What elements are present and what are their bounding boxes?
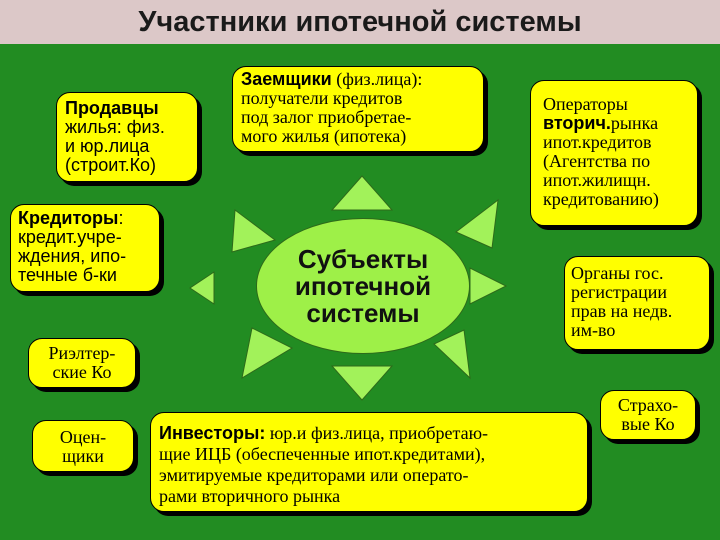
creditors-line-4: течные б-ки: [18, 265, 117, 285]
box-registration: Органы гос. регистрации прав на недв. им…: [564, 256, 710, 350]
ray-bottom-left: [241, 327, 294, 380]
center-subjects: Субъекты ипотечной системы: [256, 218, 470, 354]
borrowers-title: Заемщики: [241, 69, 332, 89]
borrowers-line-4: мого жилья (ипотека): [241, 126, 407, 146]
header-bar: [0, 0, 720, 44]
center-line-3: системы: [306, 297, 420, 328]
box-operators: Операторы вторич.рынка ипот.кредитов (Аг…: [530, 80, 698, 226]
investors-title: Инвесторы:: [159, 423, 266, 443]
ray-top-left: [231, 209, 277, 253]
box-creditors: Кредиторы: кредит.учре- ждения, ипо- теч…: [10, 204, 160, 292]
center-line-1: Субъекты: [297, 243, 429, 274]
box-insurers: Страхо- вые Ко: [600, 390, 696, 440]
creditors-line-1: :: [118, 208, 124, 228]
operators-line-4: (Агентства по: [543, 151, 651, 171]
box-borrowers: Заемщики (физ.лица): получатели кредитов…: [232, 66, 484, 152]
sellers-line-3: и юр.лица: [65, 136, 150, 156]
sellers-line-1: Продавцы: [65, 98, 159, 118]
borrowers-line-1: (физ.лица):: [331, 69, 423, 89]
realtors-line-1: Риэлтер-: [48, 343, 116, 363]
creditors-title: Кредиторы: [18, 208, 119, 228]
creditors-line-2: кредит.учре-: [18, 227, 122, 247]
borrowers-line-3: под залог приобретае-: [241, 107, 412, 127]
investors-line-3: эмитируемые кредиторами или операто-: [159, 465, 469, 485]
operators-line-2: рынка: [610, 113, 659, 133]
investors-line-2: щие ИЦБ (обеспеченные ипот.кредитами),: [159, 444, 486, 464]
box-sellers: Продавцы жилья: физ. и юр.лица (строит.К…: [56, 92, 198, 182]
sellers-line-2: жилья: физ.: [65, 117, 165, 137]
ray-right: [469, 267, 508, 305]
registration-line-4: им-во: [571, 320, 616, 340]
borrowers-line-2: получатели кредитов: [241, 88, 403, 108]
operators-line-1: Операторы: [543, 94, 628, 114]
registration-line-2: регистрации: [571, 282, 667, 302]
box-realtors: Риэлтер- ские Ко: [28, 338, 136, 388]
appraisers-line-2: щики: [62, 446, 104, 466]
box-investors: Инвесторы: юр.и физ.лица, приобретаю- щи…: [150, 412, 588, 512]
ray-top: [330, 175, 394, 211]
operators-line-2-bold: вторич.: [543, 113, 611, 133]
ray-bottom: [330, 365, 394, 401]
ray-left: [189, 271, 215, 305]
investors-line-1: юр.и физ.лица, приобретаю-: [265, 423, 489, 443]
insurers-line-2: вые Ко: [621, 414, 675, 434]
operators-line-6: кредитованию): [543, 189, 659, 209]
creditors-line-3: ждения, ипо-: [18, 246, 127, 266]
box-appraisers: Оцен- щики: [32, 420, 134, 472]
appraisers-line-1: Оцен-: [59, 427, 107, 447]
center-line-2: ипотечной: [294, 270, 432, 301]
slide-title: Участники ипотечной системы: [138, 6, 582, 38]
ray-bottom-right: [433, 329, 471, 380]
operators-line-3: ипот.кредитов: [543, 132, 652, 152]
insurers-line-1: Страхо-: [617, 395, 679, 415]
investors-line-4: рами вторичного рынка: [159, 486, 341, 506]
registration-line-3: прав на недв.: [571, 301, 673, 321]
ray-top-right: [455, 198, 499, 249]
realtors-line-2: ские Ко: [52, 362, 112, 382]
registration-line-1: Органы гос.: [571, 263, 664, 283]
sellers-line-4: (строит.Ко): [65, 155, 157, 175]
operators-line-5: ипот.жилищн.: [543, 170, 651, 190]
